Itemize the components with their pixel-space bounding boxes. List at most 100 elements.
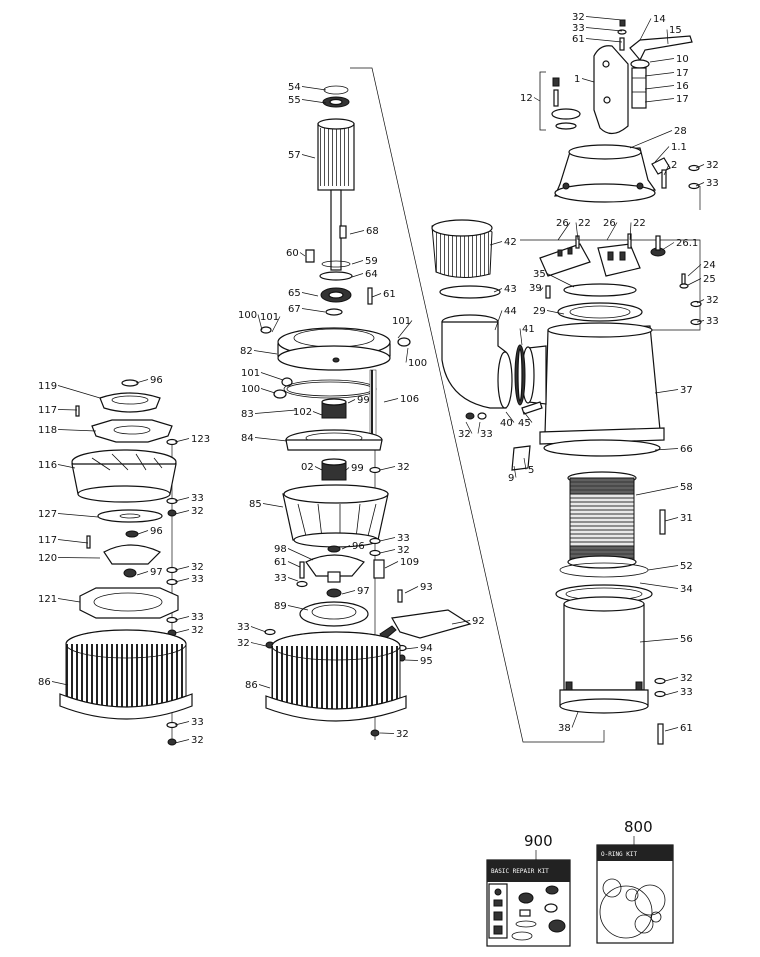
callout-leader-line (451, 620, 471, 625)
part-number-label: 33 (706, 316, 719, 327)
callout-leader-line (371, 293, 382, 298)
part-number-label: 56 (680, 634, 693, 645)
callout-leader-line (57, 539, 89, 544)
part-number-label: 99 (357, 395, 370, 406)
callout-leader-line (546, 310, 565, 315)
part-number-label: 33 (191, 717, 204, 728)
part-number-label: 109 (400, 557, 419, 568)
callout-leader-line (539, 287, 544, 292)
part-number-label: 61 (274, 557, 287, 568)
bearing-housing (260, 326, 411, 399)
part-number-label: 38 (558, 723, 571, 734)
part-number-label: 65 (288, 288, 301, 299)
callout-leader-line (260, 388, 276, 394)
callout-leader-line (257, 314, 263, 331)
callout-leader-line (397, 320, 413, 339)
callout-leader-line (523, 411, 533, 423)
basic-repair-kit: 900 BASIC REPAIR KIT (486, 832, 571, 947)
mechanical-seals (285, 369, 383, 481)
terminal-blocks (539, 233, 689, 289)
callout-leader-line (301, 292, 319, 297)
callout-leader-line (639, 582, 679, 589)
part-number-label: 67 (288, 304, 301, 315)
part-number-label: 29 (533, 306, 546, 317)
part-number-label: 24 (703, 260, 716, 271)
callout-leader-line (384, 561, 399, 569)
callout-leader-line (57, 557, 101, 559)
part-number-label: 116 (38, 460, 57, 471)
callout-leader-line (585, 16, 623, 21)
callout-leader-line (635, 486, 679, 496)
part-number-label: 59 (365, 256, 378, 267)
callout-leader-line (347, 399, 356, 404)
part-number-label: 123 (191, 434, 210, 445)
callout-leader-line (585, 38, 623, 43)
part-number-label: 117 (38, 405, 57, 416)
outer-housing (521, 322, 665, 457)
callout-leader-line (557, 222, 571, 241)
part-number-label: 85 (249, 499, 262, 510)
discharge-elbow (431, 219, 543, 471)
part-number-label: 9 (508, 473, 514, 484)
callout-leader-line (250, 626, 267, 633)
part-number-label: 117 (38, 535, 57, 546)
part-number-label: 33 (191, 612, 204, 623)
part-number-label: 118 (38, 425, 57, 436)
callout-leader-line (405, 347, 409, 363)
callout-leader-line (477, 421, 481, 434)
callout-leader-line (287, 548, 314, 561)
part-number-label: 42 (504, 237, 517, 248)
suction-cover-left (79, 587, 179, 637)
part-number-label: 127 (38, 509, 57, 520)
callout-leader-line (519, 328, 523, 346)
part-number-label: 101 (241, 368, 260, 379)
callout-leader-line (379, 549, 396, 554)
callout-leader-line (581, 78, 595, 83)
callout-leader-line (695, 164, 705, 169)
part-number-label: 43 (504, 284, 517, 295)
callout-leader-line (254, 437, 288, 442)
part-number-label: 32 (397, 462, 410, 473)
part-number-label: 1.1 (671, 142, 687, 153)
callout-leader-line (287, 561, 301, 568)
part-number-label: 121 (38, 594, 57, 605)
part-number-label: 97 (150, 567, 163, 578)
part-number-label: 94 (420, 643, 433, 654)
callout-leader-line (57, 429, 97, 432)
part-number-label: 98 (274, 544, 287, 555)
part-number-label: 100 (241, 384, 260, 395)
callout-leader-line (647, 565, 679, 571)
part-number-label: 32 (191, 562, 204, 573)
kit-title-basic-repair: BASIC REPAIR KIT (491, 868, 549, 875)
part-number-label: 106 (400, 394, 419, 405)
part-number-label: 41 (522, 324, 535, 335)
callout-leader-line (404, 586, 419, 594)
part-number-label: 45 (518, 418, 531, 429)
part-number-label: 14 (653, 14, 666, 25)
callout-leader-line (505, 411, 515, 423)
callout-leader-line (546, 273, 575, 288)
part-number-label: 12 (520, 93, 533, 104)
o-ring-kit: 800 O-RING KIT (596, 818, 674, 944)
part-number-label: 33 (706, 178, 719, 189)
part-number-label: 35 (533, 269, 546, 280)
part-number-label: 26.1 (676, 238, 698, 249)
callout-leader-line (174, 497, 190, 502)
part-number-label: 10 (676, 54, 689, 65)
kit-number-o-ring: 800 (624, 818, 653, 836)
callout-leader-line (254, 409, 297, 414)
part-number-label: 33 (397, 533, 410, 544)
callout-leader-line (639, 638, 679, 643)
callout-leader-line (654, 389, 679, 394)
callout-leader-line (57, 409, 78, 411)
callout-leader-line (687, 264, 702, 277)
callout-leader-line (666, 29, 669, 45)
part-number-label: 32 (191, 506, 204, 517)
callout-leader-line (404, 659, 419, 661)
part-number-label: 33 (191, 574, 204, 585)
callout-leader-line (287, 577, 299, 582)
part-number-label: 22 (633, 218, 646, 229)
callout-leader-line (644, 98, 675, 103)
part-number-label: 32 (706, 295, 719, 306)
